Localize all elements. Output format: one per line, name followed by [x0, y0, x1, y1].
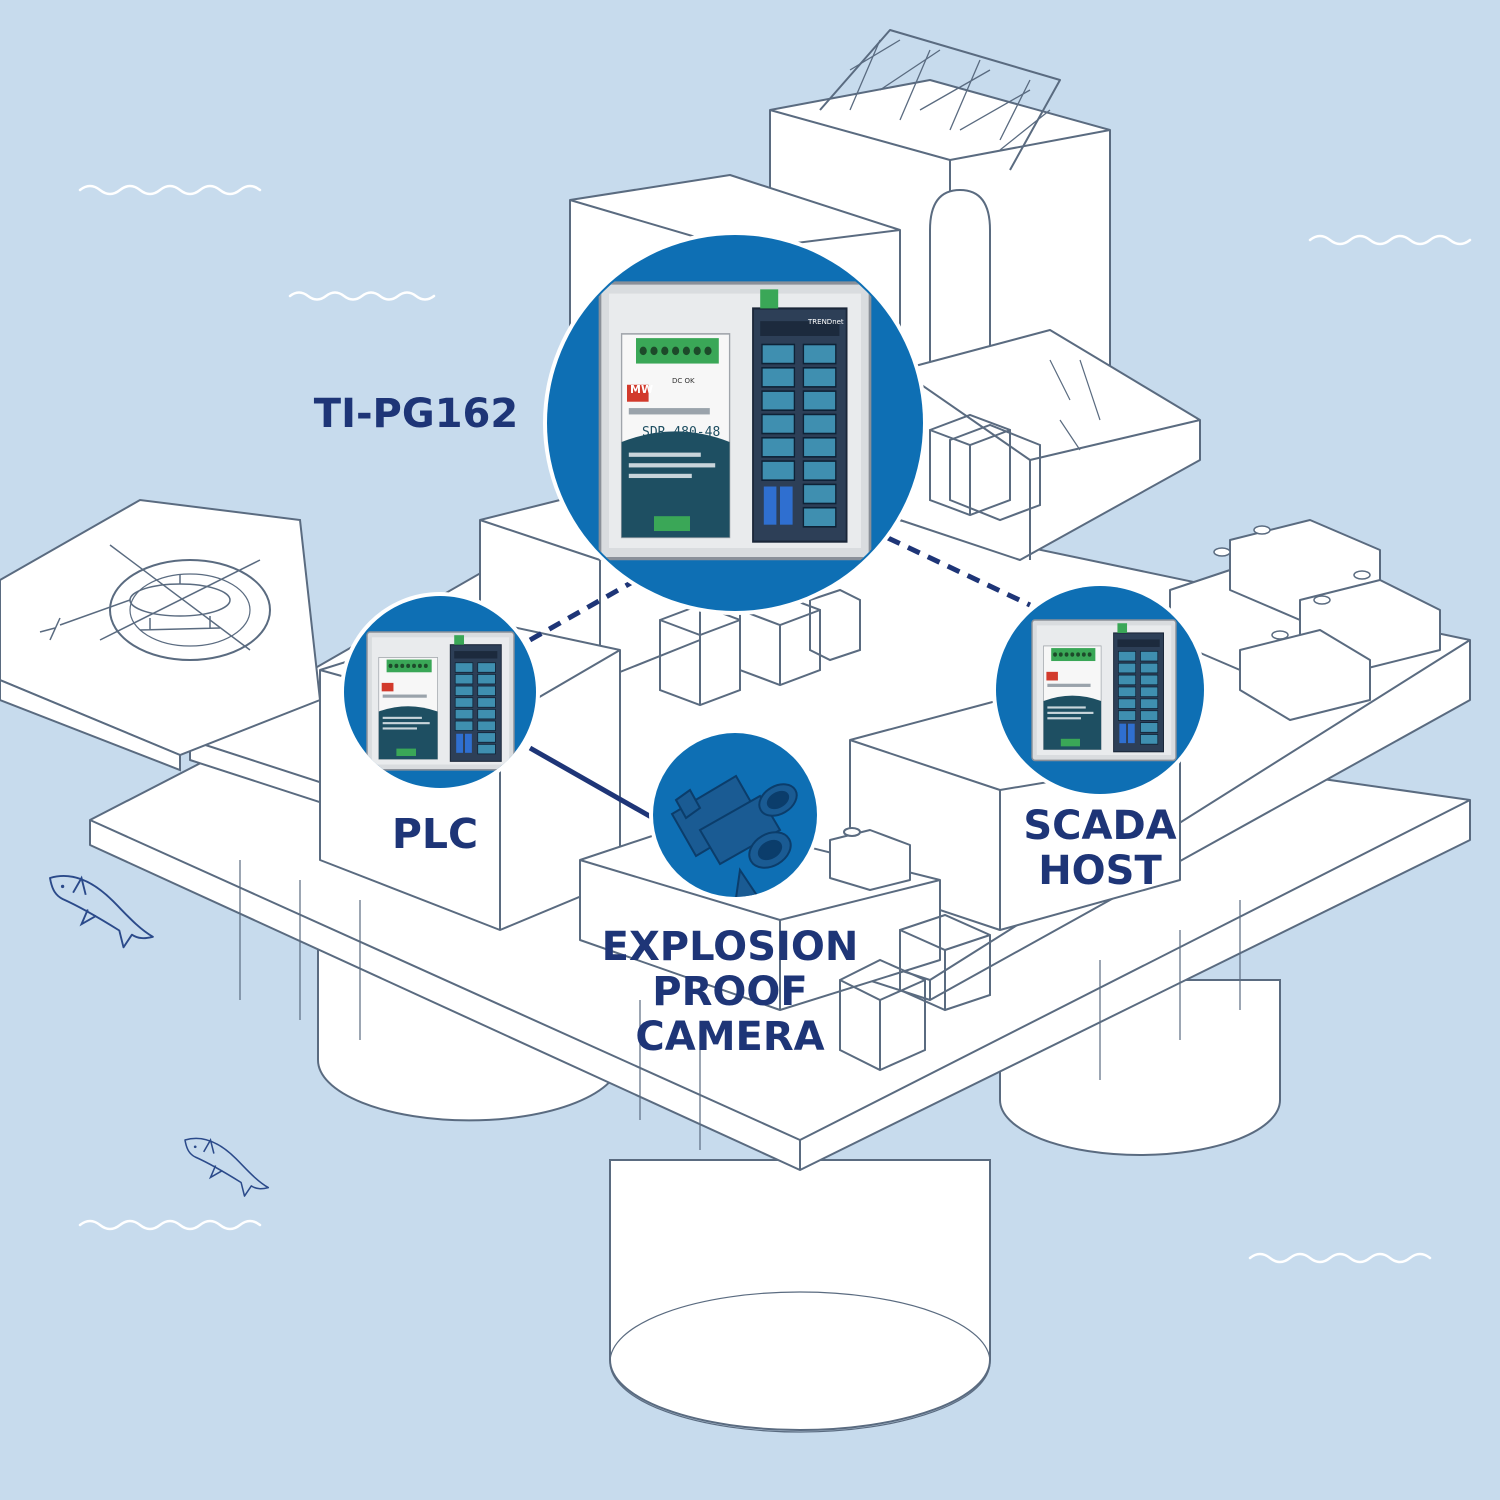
camera-label-line1: EXPLOSION	[601, 924, 859, 970]
camera-label: EXPLOSION PROOF CAMERA	[560, 925, 900, 1059]
psu-dc-ok-text: DC OK	[672, 377, 695, 385]
camera-icon	[670, 774, 798, 897]
dolphin-icon	[49, 875, 154, 949]
scada-label-line2: HOST	[1038, 847, 1162, 894]
helicopter-icon	[39, 544, 261, 651]
platform-legs	[317, 949, 1281, 1433]
plc-label-text: PLC	[391, 810, 479, 858]
link-scada-main	[886, 535, 1032, 608]
scada-label: SCADA HOST	[1000, 804, 1200, 894]
main-switch-label: TI-PG162	[296, 392, 536, 437]
switch-brand-text: TRENDnet	[807, 318, 844, 326]
ethernet-switch-icon	[366, 631, 515, 771]
helipad	[0, 498, 322, 772]
camera-label-line2: PROOF	[652, 968, 808, 1015]
plc-callout[interactable]	[340, 592, 540, 792]
plc-label: PLC	[360, 810, 510, 858]
main-switch-callout[interactable]: SDR-480-48 MW DC OK TRENDnet	[543, 231, 927, 615]
dolphin-icon	[184, 1137, 270, 1197]
camera-callout[interactable]	[649, 729, 821, 905]
scada-callout[interactable]	[992, 582, 1208, 798]
tank-tops	[1213, 525, 1371, 640]
psu-model-text: SDR-480-48	[642, 425, 720, 440]
plc-device	[366, 631, 515, 771]
scada-label-line1: SCADA	[1023, 803, 1177, 849]
network-links	[528, 535, 1032, 825]
psu-brand-text: MW	[630, 383, 653, 396]
link-plc-camera	[528, 745, 662, 825]
camera-label-line3: CAMERA	[635, 1013, 825, 1060]
main-switch-label-text: TI-PG162	[313, 391, 519, 437]
cube-frames	[659, 413, 1041, 1072]
ethernet-switch-icon	[1031, 619, 1177, 762]
scada-device	[1031, 619, 1177, 762]
